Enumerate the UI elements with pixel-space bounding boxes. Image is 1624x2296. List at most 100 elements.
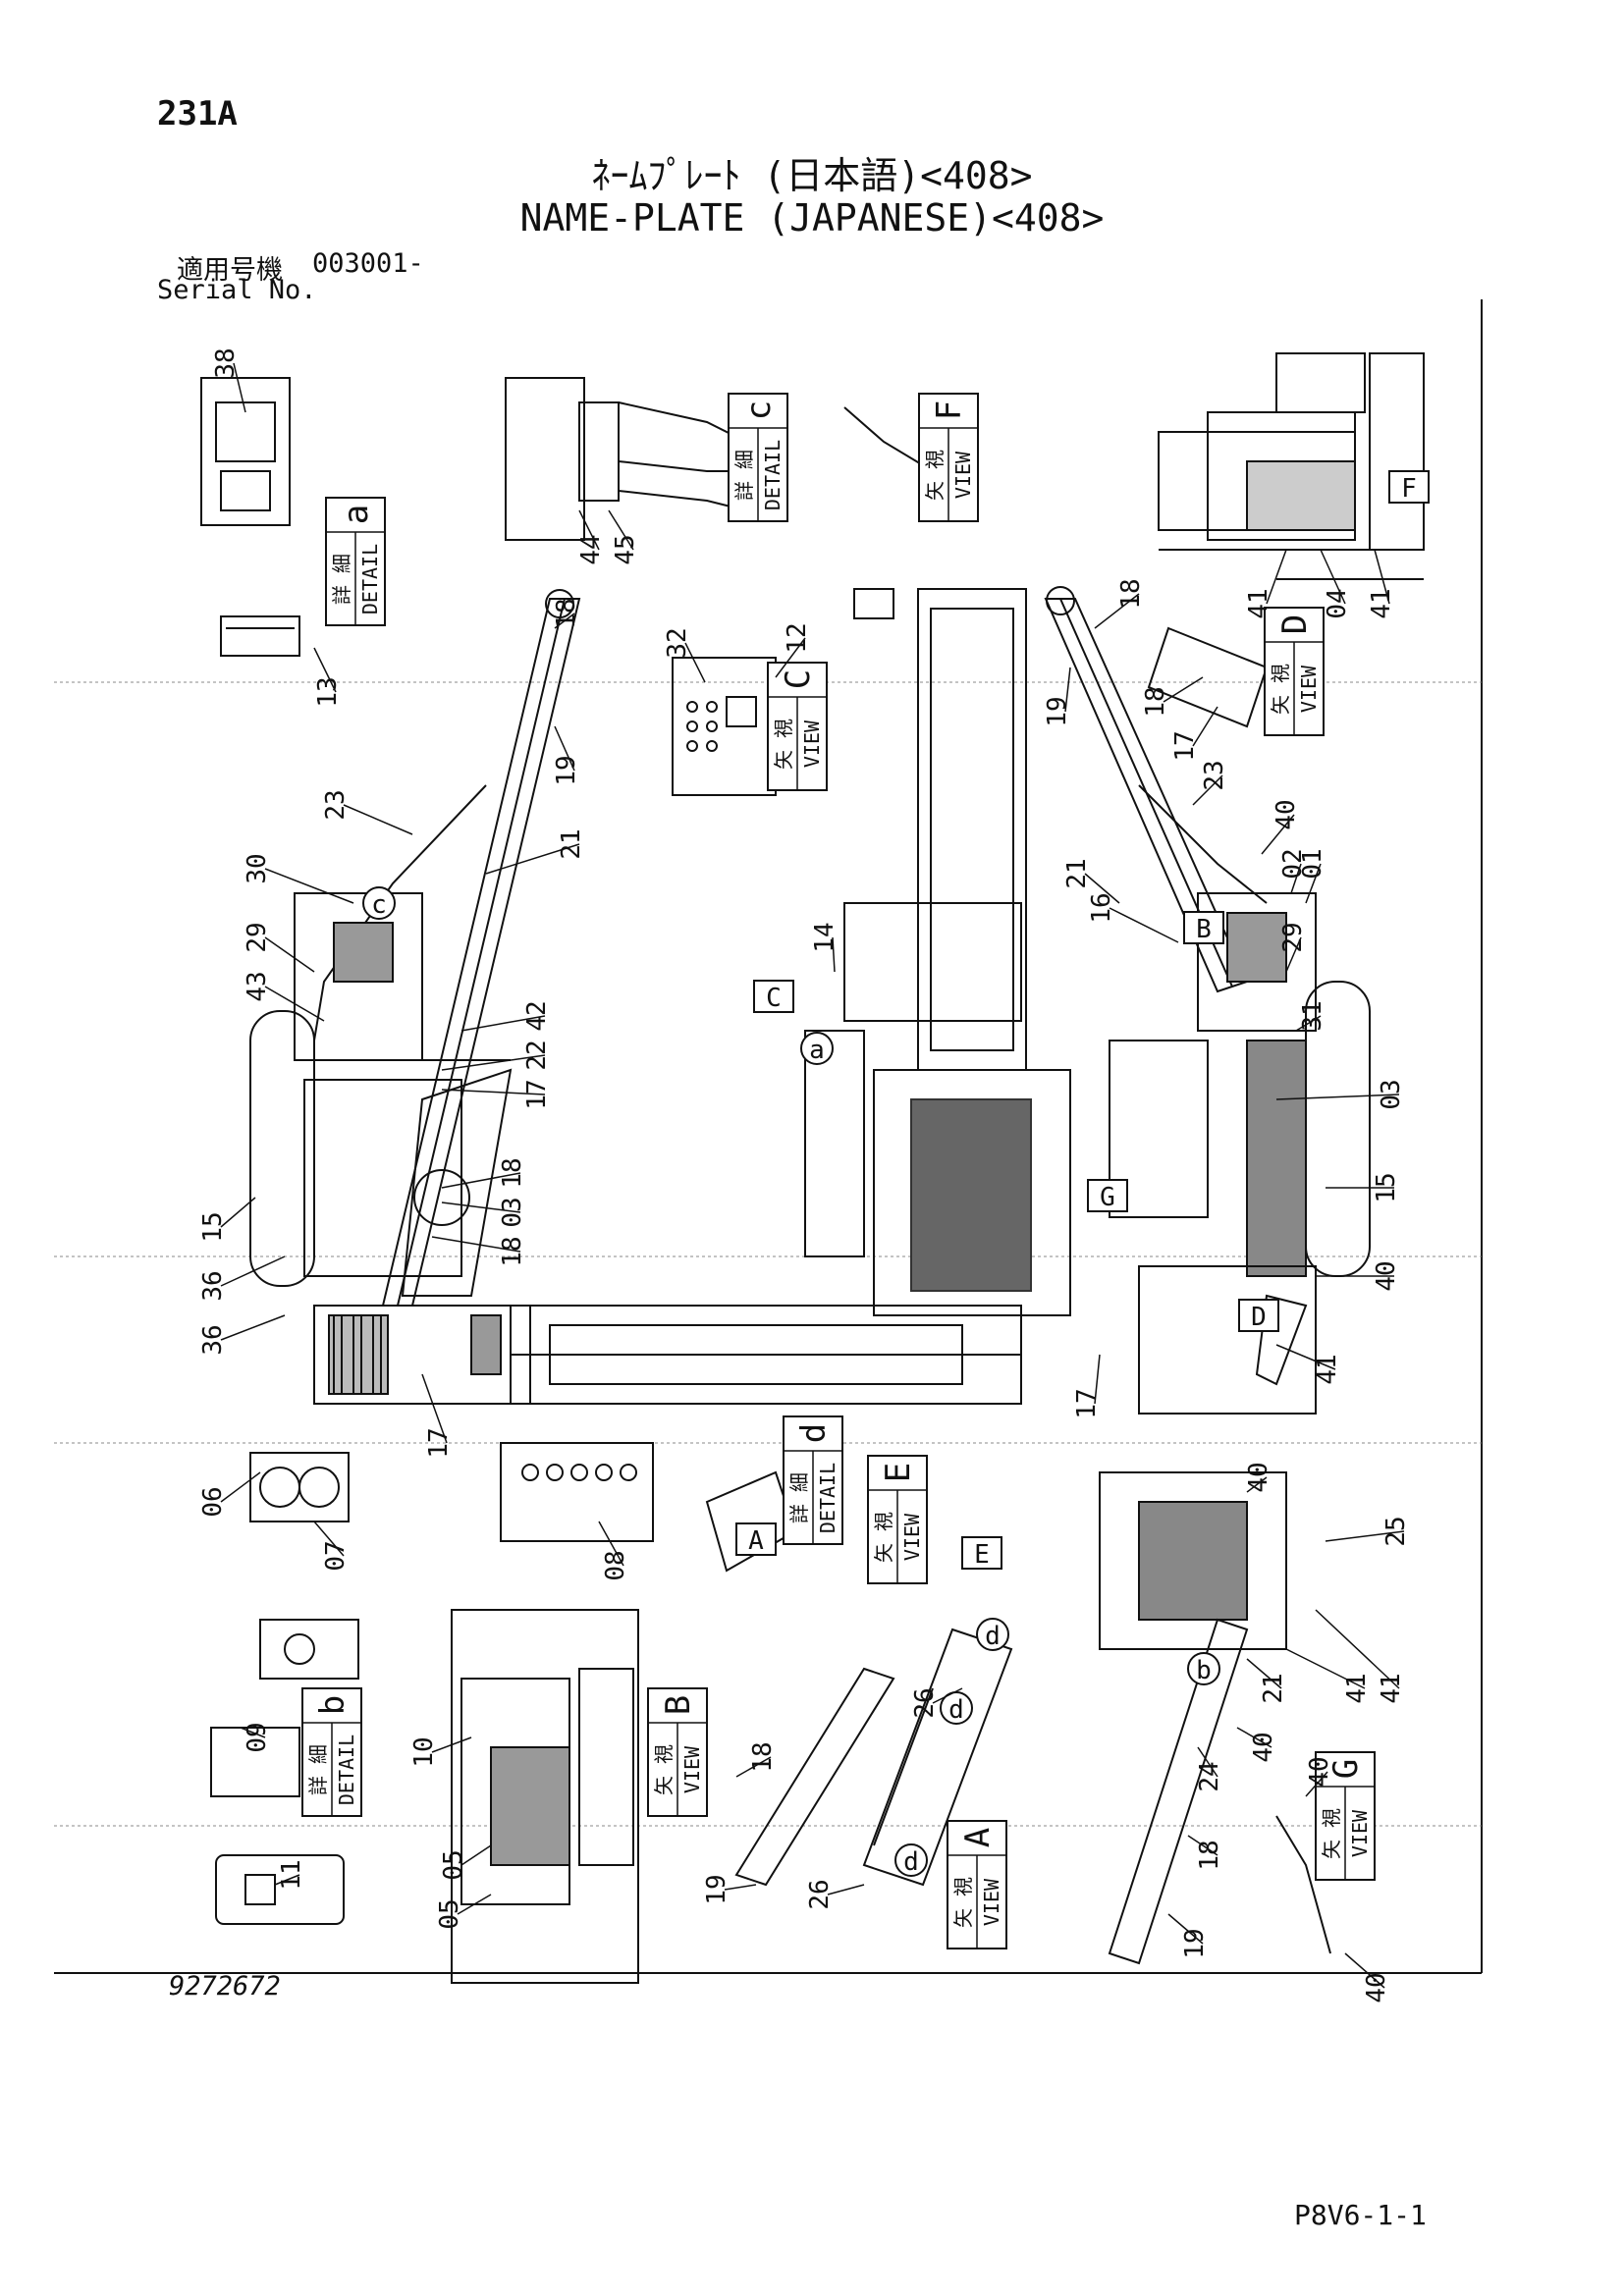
view-box-letter: c [739, 400, 779, 420]
callout-number: 18 [1195, 1840, 1224, 1870]
detail-b-part [210, 1727, 300, 1797]
callout-number: 22 [522, 1040, 552, 1070]
title-english: NAME-PLATE (JAPANESE)<408> [519, 196, 1105, 240]
callout-item-23: 23 [1192, 760, 1229, 806]
callout-item-23: 23 [321, 789, 413, 835]
serial-number-value: 003001- [312, 248, 424, 279]
callout-item-30: 30 [243, 853, 354, 904]
serial-label-japanese: 適用号機 [177, 255, 283, 286]
view-box-kind: VIEW [1348, 1809, 1372, 1857]
callout-item-22: 22 [441, 1040, 552, 1071]
callout-item-15: 15 [1326, 1172, 1401, 1203]
callout-item-16: 16 [1087, 892, 1179, 943]
callout-number: 04 [1323, 588, 1352, 618]
callout-number: 17 [1072, 1388, 1102, 1418]
sheet-code: P8V6-1-1 [1294, 2199, 1427, 2231]
callout-item-18: 18 [1187, 1835, 1224, 1871]
callout-number: 36 [198, 1270, 228, 1301]
callout-number: 24 [1195, 1761, 1224, 1791]
callout-number: 06 [198, 1486, 228, 1517]
marker-letter: F [1401, 474, 1417, 504]
view-box-kanji: 詳 細 [330, 554, 353, 605]
callout-number: 41 [1367, 588, 1396, 618]
callout-item-06: 06 [198, 1471, 261, 1518]
callout-number: 23 [321, 789, 351, 820]
callout-number: 18 [748, 1741, 778, 1772]
callout-number: 14 [810, 922, 839, 952]
view-box-kanji: 詳 細 [787, 1472, 811, 1523]
view-arrow-e: E [961, 1536, 1002, 1570]
callout-number: 41 [1313, 1354, 1342, 1384]
callout-item-29: 29 [1278, 922, 1308, 973]
callout-number: 17 [424, 1427, 454, 1458]
callout-number: 40 [1272, 799, 1301, 829]
callout-item-21: 21 [485, 828, 586, 875]
callout-item-07: 07 [313, 1521, 351, 1572]
callout-number: 17 [522, 1079, 552, 1109]
callout-number: 18 [1116, 578, 1146, 609]
callout-item-18: 18 [441, 1157, 527, 1189]
callout-number: 21 [1062, 858, 1092, 888]
callout-item-40: 40 [1316, 1260, 1401, 1292]
callout-number: 21 [1259, 1673, 1288, 1703]
callout-number: 02 [1278, 848, 1308, 879]
parts-06-07-gearbox [249, 1452, 350, 1522]
callout-number: 19 [1180, 1928, 1210, 1958]
callout-item-15: 15 [198, 1197, 256, 1243]
callout-item-03: 03 [441, 1197, 527, 1228]
detail-marker-c: c [362, 886, 396, 920]
callout-item-44: 44 [576, 509, 606, 565]
callout-item-13: 13 [313, 647, 343, 708]
callout-item-03: 03 [1275, 1079, 1406, 1110]
callout-item-12: 12 [775, 622, 812, 678]
callout-number: 11 [277, 1859, 306, 1890]
view-arrow-c: C [753, 980, 794, 1013]
view-box-kind: VIEW [900, 1513, 924, 1561]
callout-number: 01 [1298, 848, 1327, 879]
detail-38-plate [200, 377, 291, 526]
callout-item-18: 18 [735, 1741, 778, 1778]
view-arrow-a: A [735, 1522, 777, 1556]
callout-item-42: 42 [460, 1000, 552, 1032]
callout-item-41: 41 [1315, 1609, 1406, 1704]
view-box-kanji: 矢 視 [1320, 1808, 1343, 1859]
callout-item-01: 01 [1298, 848, 1327, 904]
callout-item-18: 18 [552, 598, 581, 628]
detail-a-part [220, 615, 300, 657]
view-box-kind: DETAIL [335, 1735, 358, 1805]
view-f-arm [843, 406, 934, 472]
view-box-kanji: 矢 視 [951, 1877, 975, 1928]
callout-item-41: 41 [1244, 549, 1287, 619]
view-box-kind: DETAIL [358, 544, 382, 614]
marker-letter: c [371, 890, 387, 920]
callout-item-41: 41 [1285, 1648, 1372, 1704]
callout-item-40: 40 [1236, 1727, 1278, 1763]
marker-letter: D [1251, 1303, 1267, 1332]
callout-number: 26 [805, 1879, 835, 1909]
callout-number: 29 [243, 922, 272, 952]
callout-item-11: 11 [274, 1859, 306, 1891]
top-right-machine-drawing [1158, 352, 1425, 580]
callout-number: 32 [663, 627, 692, 658]
view-g-arm [1275, 1815, 1331, 1954]
main-frame-drawing [510, 588, 1071, 1405]
callout-number: 17 [1170, 730, 1200, 761]
detail-marker-a: a [800, 1032, 834, 1065]
marker-letter: d [948, 1695, 964, 1725]
callout-item-40: 40 [1261, 799, 1301, 855]
callout-number: 38 [211, 347, 241, 378]
callout-item-40: 40 [1344, 1952, 1391, 2003]
callout-item-18: 18 [1141, 676, 1204, 718]
marker-letter: B [1196, 915, 1212, 944]
view-box-kind: VIEW [980, 1878, 1003, 1926]
view-box-letter: G [1326, 1759, 1366, 1779]
callout-item-26: 26 [805, 1879, 865, 1910]
left-machine-drawing [249, 589, 581, 1405]
view-arrow-d: D [1238, 1299, 1279, 1332]
callout-item-21: 21 [1062, 858, 1120, 904]
callout-number: 40 [1305, 1756, 1334, 1787]
